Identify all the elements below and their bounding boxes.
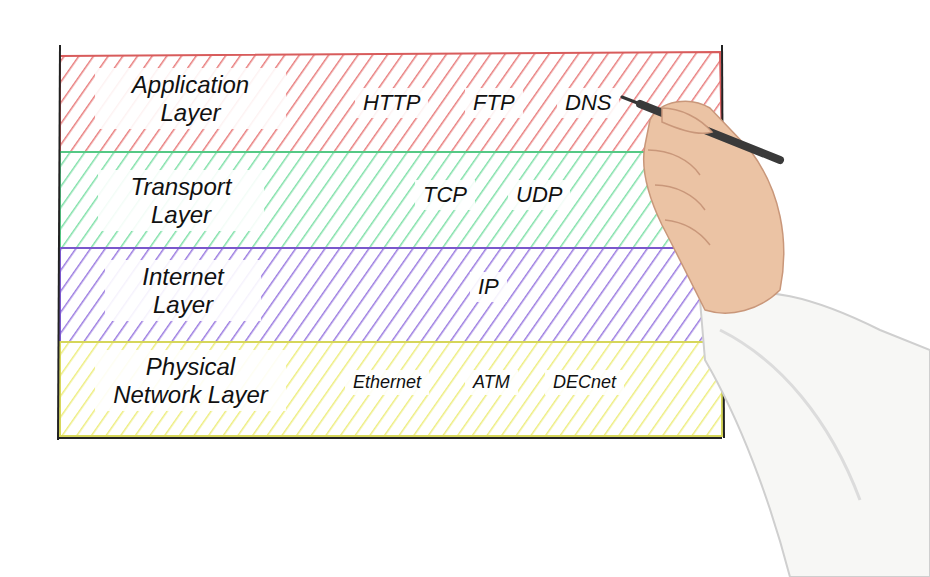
protocol-name: DECnet: [553, 372, 616, 393]
protocol-box: DECnet: [545, 370, 624, 395]
layer-band: Internet Layer IP: [60, 248, 720, 342]
layer-name: Physical Network Layer: [95, 350, 286, 411]
protocol-box: IP: [470, 272, 507, 302]
hand-with-pen: [622, 97, 930, 577]
protocol-name: UDP: [516, 182, 562, 208]
protocol-name: HTTP: [363, 90, 420, 116]
protocol-box: ATM: [465, 370, 518, 395]
layer-band: Transport Layer TCP UDP: [60, 152, 720, 248]
protocol-name: DNS: [565, 90, 611, 116]
protocol-name: IP: [478, 274, 499, 300]
protocol-name: FTP: [473, 90, 515, 116]
protocol-name: TCP: [423, 182, 467, 208]
protocol-box: UDP: [508, 180, 570, 210]
protocol-box: HTTP: [355, 88, 428, 118]
layer-band: Physical Network Layer Ethernet ATM DECnet: [60, 342, 720, 436]
layer-name: Transport Layer: [98, 170, 264, 231]
protocol-box: DNS: [557, 88, 619, 118]
layer-name: Internet Layer: [105, 260, 261, 321]
layer-name: Application Layer: [95, 68, 286, 129]
protocol-box: TCP: [415, 180, 475, 210]
protocol-name: Ethernet: [353, 372, 421, 393]
protocol-box: FTP: [465, 88, 523, 118]
layer-band: Application Layer HTTP FTP DNS: [60, 52, 720, 152]
protocol-name: ATM: [473, 372, 510, 393]
protocol-box: Ethernet: [345, 370, 429, 395]
